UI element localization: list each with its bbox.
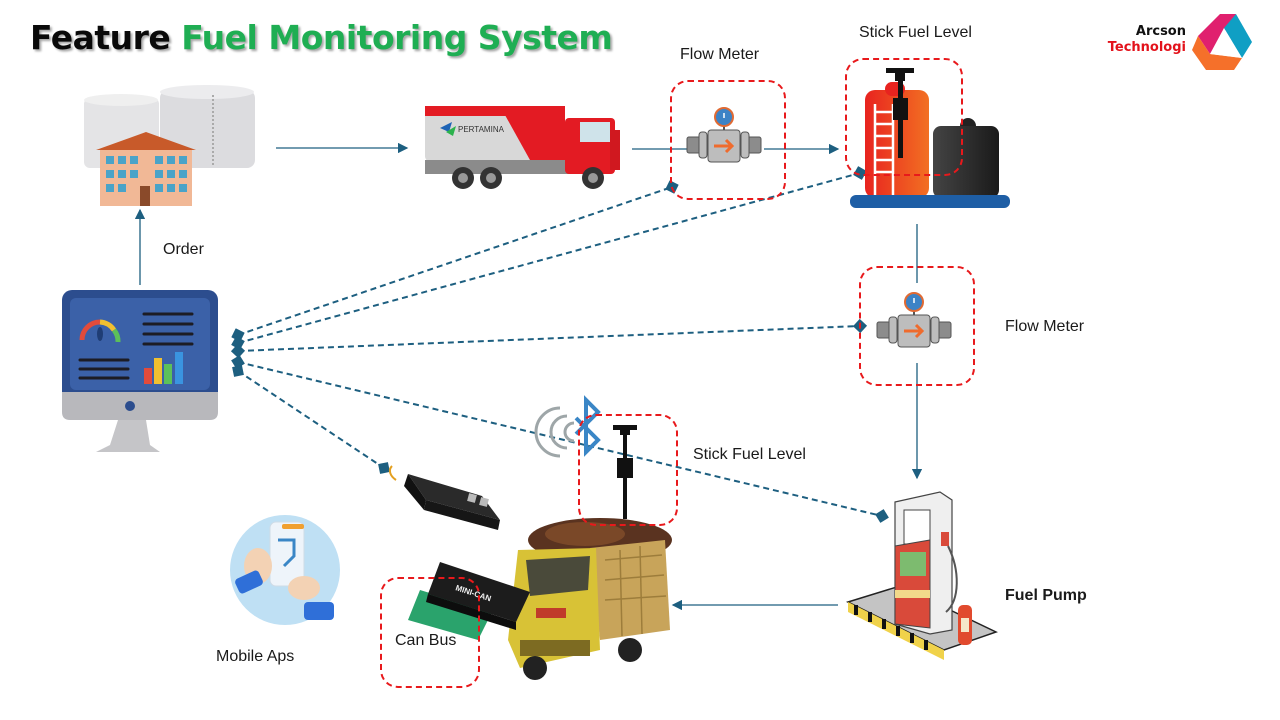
- flow-meter-icon: [686, 107, 762, 163]
- can-bus-label: Can Bus: [395, 632, 457, 649]
- page-title: Feature Fuel Monitoring System: [30, 18, 613, 57]
- title-main: Fuel Monitoring System: [181, 18, 613, 57]
- flow-meter-right-highlight[interactable]: [859, 266, 975, 386]
- logo-line-1: Arcson: [1135, 24, 1186, 39]
- mobile-app-hand-icon: [230, 515, 340, 625]
- stick-fuel-level-truck-highlight[interactable]: [578, 414, 678, 526]
- fuel-pump-icon: [845, 491, 998, 660]
- data-link-fuel-pump: [238, 362, 882, 516]
- fuel-tank-stick-icon: [850, 68, 1010, 208]
- mobile-app-label: Mobile Aps: [216, 648, 295, 665]
- company-logo-text: Arcson Technologi: [1100, 24, 1186, 56]
- flow-meter-icon-right: [876, 292, 952, 348]
- can-bus-highlight[interactable]: [380, 577, 480, 688]
- tanker-brand-text: PERTAMINA: [458, 125, 505, 134]
- order-label: Order: [163, 241, 204, 258]
- dashed-connectors: [238, 173, 882, 516]
- title-prefix: Feature: [30, 18, 171, 57]
- dump-truck-icon: [508, 518, 672, 680]
- flow-meter-top-label: Flow Meter: [680, 46, 760, 63]
- gps-tracker-device-icon: [388, 465, 500, 530]
- stick-fuel-level-top-label: Stick Fuel Level: [859, 24, 972, 41]
- stick-fuel-level-truck-label: Stick Fuel Level: [693, 446, 806, 463]
- data-link-flowmeter-top: [238, 187, 672, 335]
- storage-tanks-building-icon: [84, 85, 255, 206]
- logo-line-2: Technologi: [1107, 40, 1186, 55]
- data-link-tank-stick: [238, 173, 860, 343]
- flow-meter-right-label: Flow Meter: [1005, 318, 1085, 335]
- flow-meter-top-highlight[interactable]: [670, 80, 786, 200]
- dashboard-monitor-icon: [62, 290, 218, 452]
- data-link-gps-tracker: [238, 371, 384, 468]
- triangle-logo-icon: [1192, 14, 1252, 70]
- fuel-stick-sensor-icon: [613, 425, 637, 519]
- solid-connectors: [134, 142, 923, 611]
- tanker-truck-icon: [425, 106, 620, 189]
- data-link-flowmeter-right: [238, 326, 860, 351]
- fuel-pump-label: Fuel Pump: [1005, 587, 1087, 604]
- stick-fuel-level-top-highlight[interactable]: [845, 58, 963, 176]
